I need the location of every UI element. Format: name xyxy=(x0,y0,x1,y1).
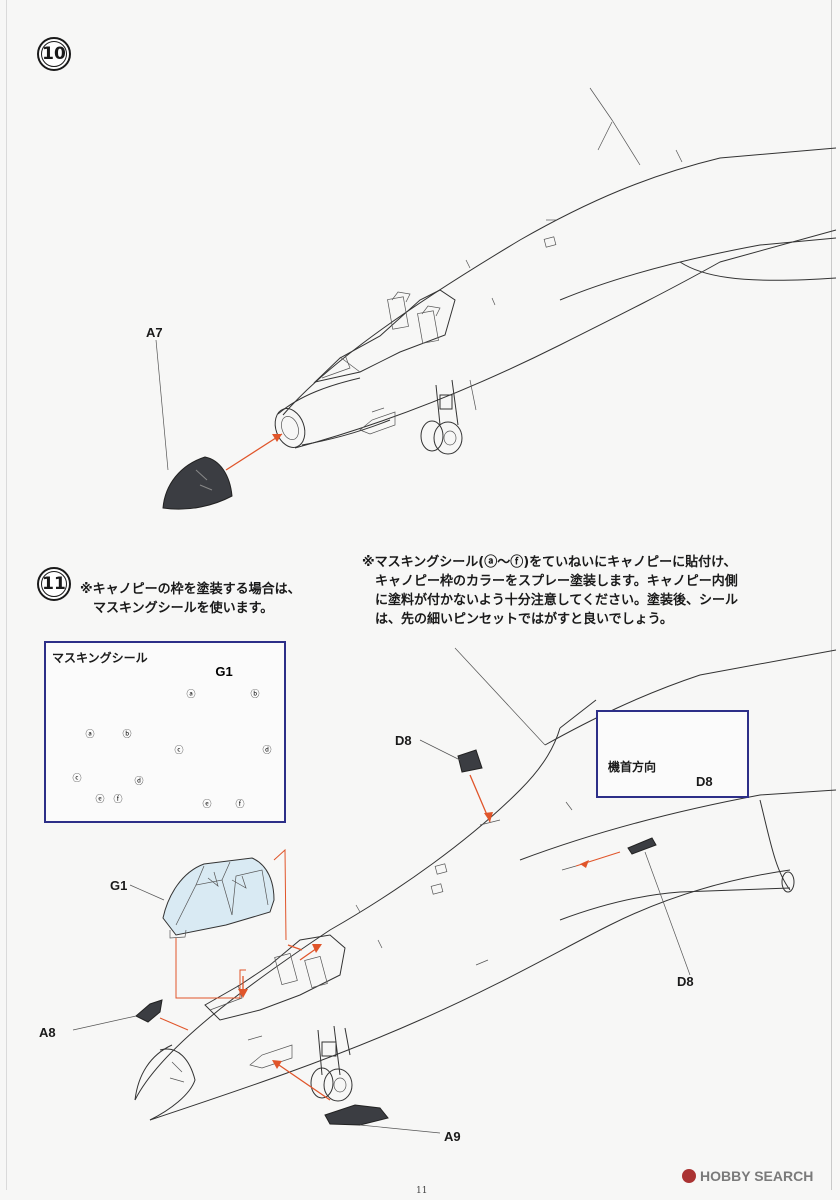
part-label-g1: G1 xyxy=(110,878,128,893)
page-edge-right xyxy=(831,0,832,1190)
masking-seal-box: マスキングシール xyxy=(44,641,286,823)
step10-aircraft-drawing xyxy=(155,87,837,510)
note-masking-usage: ※キャノピーの枠を塗装する場合は、 マスキングシールを使います。 xyxy=(80,582,301,616)
step-number: 11 xyxy=(42,574,66,594)
nose-direction-label: 機首方向 xyxy=(608,760,657,774)
part-label-a7: A7 xyxy=(146,325,163,340)
page-number: 11 xyxy=(416,1186,428,1196)
nose-direction-part-label: D8 xyxy=(696,774,713,789)
page-edge-left xyxy=(6,0,7,1190)
watermark: HOBBY SEARCH xyxy=(682,1168,813,1184)
part-label-a9: A9 xyxy=(444,1129,461,1144)
nose-direction-box: 機首方向 D8 xyxy=(596,710,749,798)
step-number: 10 xyxy=(42,44,66,64)
watermark-logo-icon xyxy=(682,1169,696,1183)
part-label-d8-top: D8 xyxy=(395,733,412,748)
step-number-badge: 11 xyxy=(37,567,71,601)
watermark-text: HOBBY SEARCH xyxy=(700,1168,814,1184)
step11-aircraft-drawing xyxy=(72,647,837,1134)
step-number-badge: 10 xyxy=(37,37,71,71)
note-masking-instructions: ※マスキングシール(ⓐ～ⓕ)をていねいにキャノピーに貼付け、 キャノピー枠のカラ… xyxy=(362,555,738,627)
part-label-d8-side: D8 xyxy=(677,974,694,989)
masking-seal-title: マスキングシール xyxy=(52,651,148,665)
part-label-a8: A8 xyxy=(39,1025,56,1040)
